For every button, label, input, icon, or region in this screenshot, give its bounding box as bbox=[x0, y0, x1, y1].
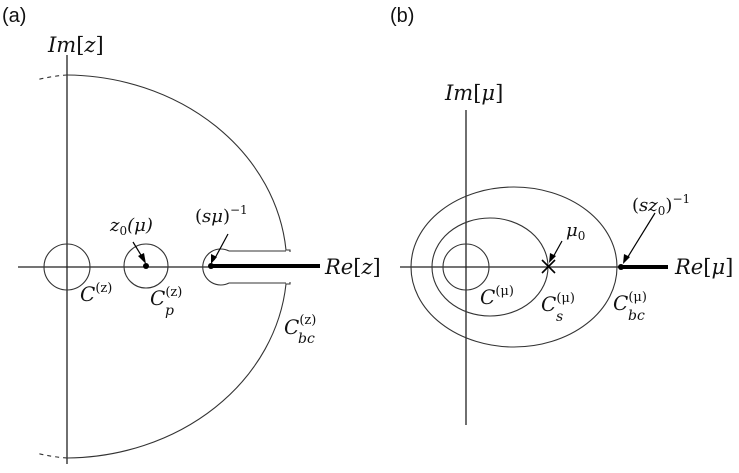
saddle-point-label: μ0 bbox=[566, 220, 585, 243]
re-axis-label-b: Re[μ] bbox=[674, 255, 733, 279]
im-axis-label-b: Im[μ] bbox=[444, 81, 503, 105]
branch-point-label-b: (sz0)−1 bbox=[632, 192, 690, 218]
panel-a-tag: (a) bbox=[2, 5, 26, 27]
origin-contour-label-b: C(μ) bbox=[480, 284, 514, 309]
branch-arrow bbox=[213, 233, 229, 261]
branch-contour-label-b: C(μ)bc bbox=[613, 290, 647, 324]
branch-point-label-a: (sμ)−1 bbox=[195, 203, 248, 227]
branch-contour-ellipse bbox=[410, 186, 618, 348]
origin-contour-circle bbox=[43, 243, 91, 291]
pole-arrowhead bbox=[138, 253, 146, 264]
pole-point bbox=[143, 263, 149, 269]
branch-arrowhead-b bbox=[623, 254, 630, 264]
panel-b-tag: (b) bbox=[390, 5, 414, 27]
im-axis-label-a: Im[z] bbox=[47, 33, 104, 57]
branch-contour-upper-arc bbox=[66, 74, 291, 252]
branch-arrowhead bbox=[211, 254, 217, 264]
branch-point-b bbox=[618, 264, 624, 270]
origin-contour-label-a: C(z) bbox=[80, 281, 112, 306]
saddle-contour-label: C(μ)s bbox=[541, 291, 575, 325]
panel-b: (b) Im[μ] Re[μ] μ0 (sz0)−1 C(μ) C(μ)s C(… bbox=[390, 5, 733, 425]
branch-contour-label-a: C(z)bc bbox=[284, 313, 316, 347]
branch-arrow-b bbox=[625, 212, 656, 261]
saddle-arrowhead bbox=[549, 253, 556, 263]
re-axis-label-a: Re[z] bbox=[324, 255, 381, 279]
panel-a: (a) Im[z] Re[z] z0(μ) (sμ)−1 C(z) C(z) bbox=[2, 5, 381, 464]
pole-contour-label: C(z)p bbox=[150, 285, 182, 319]
branch-contour-lower-arc bbox=[66, 282, 291, 459]
branch-point bbox=[208, 263, 214, 269]
dashed-arc-bottom bbox=[35, 452, 68, 459]
pole-contour-circle bbox=[123, 243, 169, 289]
dashed-arc-top bbox=[35, 74, 68, 81]
saddle-point-marker bbox=[541, 259, 556, 274]
pole-point-label: z0(μ) bbox=[109, 215, 153, 238]
origin-contour-circle-b bbox=[442, 243, 490, 291]
